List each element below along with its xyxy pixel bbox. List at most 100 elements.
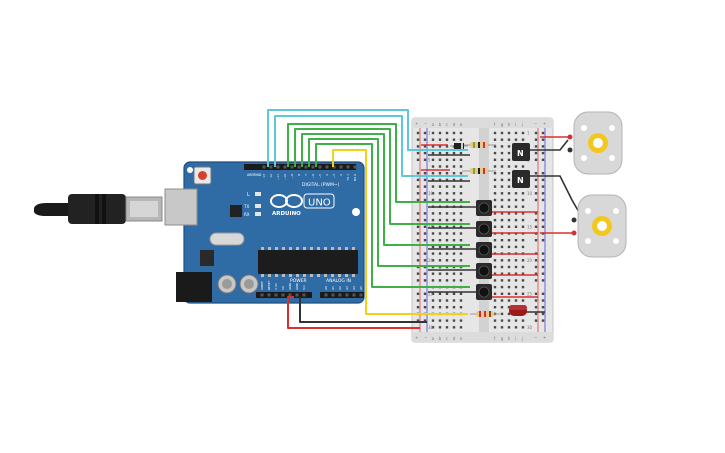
- power-pin-hole: [260, 293, 264, 297]
- bb-column-label-top: f: [494, 122, 496, 127]
- bb-column-label-bottom: f: [494, 336, 496, 341]
- bb-column-label-bottom: b: [439, 336, 442, 341]
- digital-pin-hole: [290, 165, 294, 169]
- digital-pin-label: ~11: [276, 174, 280, 180]
- bb-column-label-bottom: g: [501, 336, 504, 341]
- bb-column-label-top: a: [432, 122, 435, 127]
- analog-pin-label: A3: [345, 286, 349, 290]
- usb-jack: [164, 188, 198, 226]
- resistor-1: [462, 142, 496, 148]
- bb-column-label-bottom: c: [446, 336, 448, 341]
- digital-pin-hole: [318, 165, 322, 169]
- power-pin-hole: [281, 293, 285, 297]
- wire-black-gnd: [299, 297, 427, 323]
- bb-row-label-left: 5: [428, 157, 431, 162]
- bb-column-label-top: c: [446, 122, 448, 127]
- rail-plus-bottom-right: +: [543, 335, 546, 340]
- wire-green-2: [294, 128, 470, 225]
- bb-row-label-right: 30: [527, 325, 533, 330]
- digital-pin-hole: [353, 165, 357, 169]
- analog-pin-label: A5: [359, 286, 363, 290]
- dc-motor-1: [567, 111, 623, 175]
- analog-pin-label: A2: [338, 286, 342, 290]
- bb-column-label-bottom: a: [432, 336, 435, 341]
- power-jack: [176, 272, 212, 302]
- bb-row-label-right: 15: [527, 224, 533, 229]
- bb-column-label-bottom: d: [453, 336, 456, 341]
- digital-pin-label: 8: [297, 174, 301, 176]
- wire-green-1: [287, 123, 470, 203]
- bb-column-label-bottom: j: [521, 336, 523, 341]
- breadboard-jumpers: [421, 136, 581, 313]
- bb-column-label-top: d: [453, 122, 456, 127]
- digital-pin-label: ~5: [318, 174, 322, 179]
- gnd-label: GND: [254, 173, 262, 177]
- digital-header-label: DIGITAL (PWM~): [302, 182, 340, 188]
- digital-pin-label: RX 0: [353, 174, 357, 181]
- led-tx-label: TX: [243, 204, 249, 209]
- analog-pin-label: A0: [324, 286, 328, 290]
- arduino-logo: [270, 194, 303, 208]
- power-pin-hole: [288, 293, 292, 297]
- analog-pin-hole: [331, 293, 335, 297]
- push-buttons: [476, 200, 492, 300]
- power-pin-hole: [295, 293, 299, 297]
- dc-motor-2: [571, 194, 627, 258]
- power-pin-label: GND: [288, 282, 292, 290]
- push-button[interactable]: [476, 284, 492, 300]
- led-l-label: L: [247, 192, 250, 198]
- arduino-brand: ARDUINO: [272, 211, 301, 217]
- rail-minus-bottom-right: −: [534, 335, 537, 340]
- bb-column-label-bottom: e: [460, 336, 463, 341]
- digital-pin-hole: [269, 165, 273, 169]
- digital-pin-label: 2: [339, 174, 343, 176]
- analog-header-label: ANALOG IN: [326, 278, 351, 284]
- push-button[interactable]: [476, 221, 492, 237]
- rail-plus-top-left: +: [415, 121, 418, 126]
- analog-pin-hole: [324, 293, 328, 297]
- resistor-2: [462, 168, 496, 174]
- resistors: [462, 142, 500, 317]
- transistor-1: N: [512, 143, 530, 161]
- bb-row-label-left: 30: [428, 325, 434, 330]
- power-pin-label: IOREF: [260, 281, 264, 290]
- wires: [267, 109, 470, 329]
- transistor-1-label: N: [517, 149, 524, 158]
- push-button[interactable]: [476, 263, 492, 279]
- bb-row-label-right: 10: [527, 191, 533, 196]
- digital-pin-label: ~10: [283, 174, 287, 180]
- resistor-3: [470, 311, 500, 317]
- analog-pin-hole: [338, 293, 342, 297]
- power-pin-hole: [274, 293, 278, 297]
- rail-plus-top-right: +: [543, 121, 546, 126]
- digital-pin-hole: [262, 165, 266, 169]
- analog-pin-hole: [352, 293, 356, 297]
- bb-row-label-right: 20: [527, 258, 533, 263]
- bb-row-label-right: 25: [527, 291, 533, 296]
- digital-pin-label: 12: [269, 174, 273, 178]
- digital-pin-label: 7: [304, 174, 308, 176]
- analog-pin-label: A4: [352, 286, 356, 290]
- wire-green-3: [301, 133, 470, 246]
- power-pin-label: 5V: [281, 285, 285, 290]
- bb-column-label-bottom: h: [508, 336, 511, 341]
- transistor-2-label: N: [517, 176, 524, 185]
- rail-minus-bottom-left: −: [424, 335, 427, 340]
- wire-cyan-2: [274, 115, 468, 177]
- push-button[interactable]: [476, 200, 492, 216]
- analog-pin-label: A1: [331, 286, 335, 290]
- power-pin-hole: [302, 293, 306, 297]
- bb-column-label-top: g: [501, 122, 504, 127]
- power-pin-label: GND: [295, 282, 299, 290]
- aref-label: AREF: [247, 173, 255, 177]
- wire-green-4: [308, 138, 470, 267]
- digital-pin-hole: [297, 165, 301, 169]
- wire-green-5: [315, 143, 470, 288]
- diode: [450, 143, 468, 149]
- arduino-uno-board: L TX RX ARDUINO UNO DIGITAL (PWM~) AREF …: [164, 161, 365, 304]
- digital-pin-label: ~3: [332, 174, 336, 179]
- bb-column-label-top: b: [439, 122, 442, 127]
- led: [509, 305, 527, 316]
- push-button[interactable]: [476, 242, 492, 258]
